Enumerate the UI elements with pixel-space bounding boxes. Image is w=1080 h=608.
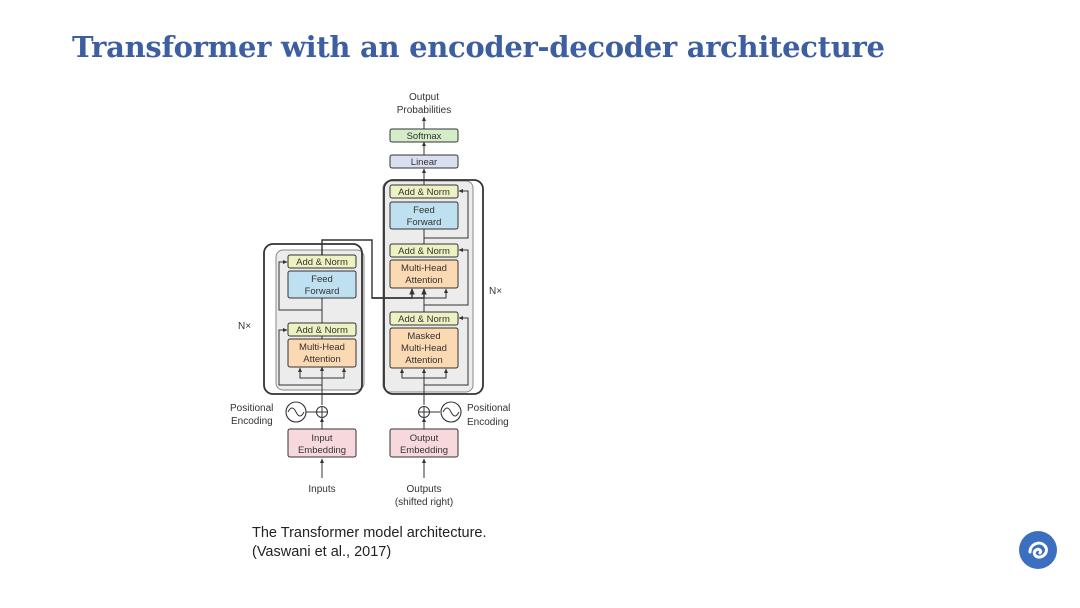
caption-line-2: (Vaswani et al., 2017) (252, 544, 392, 560)
input-emb-label-1: Input (311, 433, 332, 444)
encoder-add-norm-top-label: Add & Norm (296, 257, 348, 268)
decoder-add-norm-mid-label: Add & Norm (398, 246, 450, 257)
output-embedding (389, 428, 459, 458)
encoder-nx-label: N× (238, 321, 251, 332)
caption-line-1: The Transformer model architecture. (252, 525, 487, 541)
decoder-masked-label-2: Multi-Head (401, 343, 447, 354)
decoder-feed-label-1: Feed (413, 205, 435, 216)
encoder-mha-label-2: Attention (303, 354, 341, 365)
encoder-feed-label-1: Feed (311, 274, 333, 285)
slide-title: Transformer with an encoder-decoder arch… (72, 30, 885, 64)
decoder-mha-label-2: Attention (405, 275, 443, 286)
output-emb-label-2: Embedding (400, 445, 448, 456)
decoder-masked-attention (389, 327, 459, 369)
decoder-add-norm-bottom-label: Add & Norm (398, 314, 450, 325)
linear-label: Linear (411, 157, 437, 168)
swirl-logo-icon (1019, 531, 1057, 569)
outputs-label-2: (shifted right) (395, 497, 453, 508)
outputs-label-1: Outputs (406, 484, 441, 495)
decoder-masked-label-3: Attention (405, 355, 443, 366)
decoder-nx-label: N× (489, 286, 502, 297)
input-emb-label-2: Embedding (298, 445, 346, 456)
decoder-add-norm-top-label: Add & Norm (398, 187, 450, 198)
decoder-multi-head-attention (389, 259, 459, 289)
input-embedding (287, 428, 357, 458)
output-prob-label-2: Probabilities (397, 105, 451, 116)
output-emb-label-1: Output (410, 433, 439, 444)
softmax-label: Softmax (407, 131, 442, 142)
decoder-masked-label-1: Masked (407, 331, 440, 342)
decoder-pos-label-1: Positional (467, 403, 510, 414)
encoder-feed-label-2: Forward (305, 286, 340, 297)
decoder-pos-label-2: Encoding (467, 417, 509, 428)
encoder-mha-label-1: Multi-Head (299, 342, 345, 353)
encoder-add-norm-bottom-label: Add & Norm (296, 325, 348, 336)
figure-caption: The Transformer model architecture. (Vas… (252, 524, 487, 562)
encoder-pos-label-1: Positional (230, 403, 273, 414)
inputs-label: Inputs (308, 484, 335, 495)
output-prob-label-1: Output (409, 92, 439, 103)
decoder-mha-label-1: Multi-Head (401, 263, 447, 274)
decoder-feed-label-2: Forward (407, 217, 442, 228)
encoder-pos-label-2: Encoding (231, 416, 273, 427)
